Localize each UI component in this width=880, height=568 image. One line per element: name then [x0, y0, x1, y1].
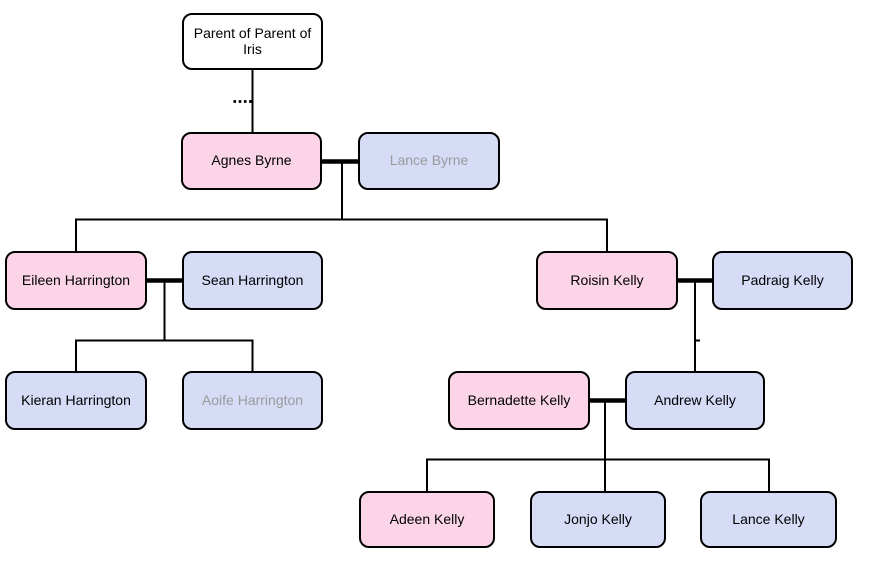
person-label: Padraig Kelly — [741, 271, 824, 288]
person-label: Jonjo Kelly — [564, 510, 632, 527]
person-node-andrew-kelly[interactable]: Andrew Kelly — [625, 371, 765, 430]
person-label: Bernadette Kelly — [467, 391, 571, 408]
person-node-jonjo-kelly[interactable]: Jonjo Kelly — [530, 491, 666, 548]
person-node-bernadette-kelly[interactable]: Bernadette Kelly — [448, 371, 590, 430]
person-label: Roisin Kelly — [570, 271, 644, 288]
person-node-roisin-kelly[interactable]: Roisin Kelly — [536, 251, 678, 310]
person-label: Kieran Harrington — [21, 391, 131, 408]
person-node-padraig-kelly[interactable]: Padraig Kelly — [712, 251, 853, 310]
person-label: Sean Harrington — [201, 271, 304, 288]
person-label: Agnes Byrne — [211, 152, 292, 169]
person-label: Parent of Parent of Iris — [193, 24, 312, 57]
person-label: Lance Kelly — [732, 510, 805, 527]
person-label: Lance Byrne — [389, 152, 469, 169]
person-node-agnes-byrne[interactable]: Agnes Byrne — [181, 132, 322, 190]
person-label: Andrew Kelly — [654, 391, 736, 408]
person-node-eileen-harrington[interactable]: Eileen Harrington — [5, 251, 147, 310]
person-node-sean-harrington[interactable]: Sean Harrington — [182, 251, 323, 310]
person-node-adeen-kelly[interactable]: Adeen Kelly — [359, 491, 495, 548]
person-label: Eileen Harrington — [21, 271, 131, 288]
person-node-parent-of-parent-of-iris[interactable]: Parent of Parent of Iris — [182, 13, 323, 70]
person-label: Adeen Kelly — [389, 510, 465, 527]
person-node-aoife-harrington[interactable]: Aoife Harrington — [182, 371, 323, 430]
person-node-lance-kelly[interactable]: Lance Kelly — [700, 491, 837, 548]
person-node-lance-byrne[interactable]: Lance Byrne — [358, 132, 500, 190]
person-node-kieran-harrington[interactable]: Kieran Harrington — [5, 371, 147, 430]
person-label: Aoife Harrington — [201, 391, 304, 408]
